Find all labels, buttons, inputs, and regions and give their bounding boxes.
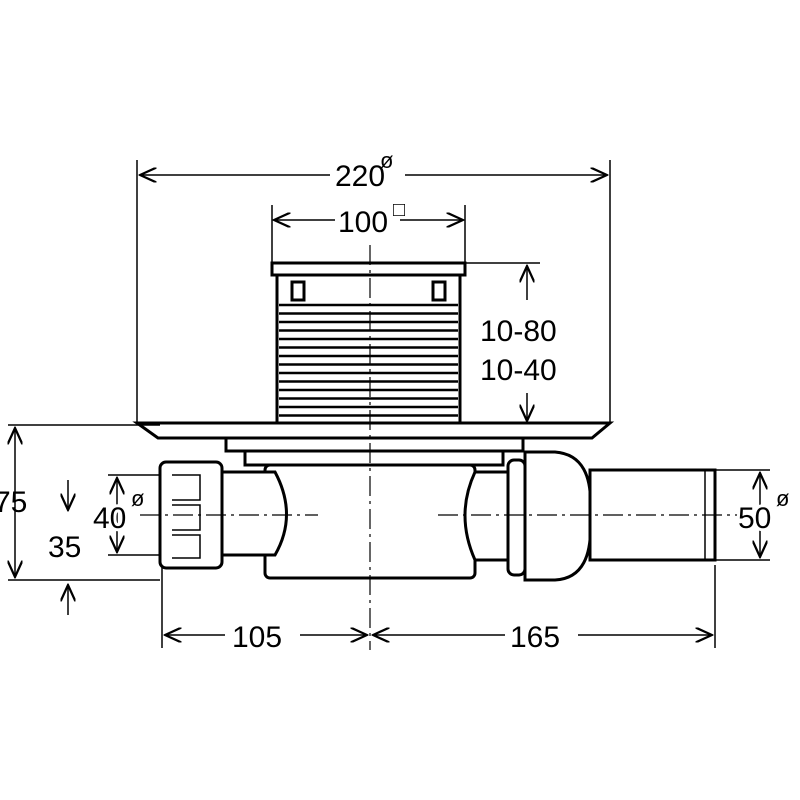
svg-text:40: 40	[93, 502, 126, 535]
dimension-height-range: 10-80 10-40	[465, 262, 557, 421]
dimension-105: 105	[161, 565, 367, 654]
drain-housing	[220, 436, 525, 580]
dimension-40-diameter: 40 ø	[90, 474, 160, 556]
svg-text:ø: ø	[380, 148, 393, 173]
dimension-75: 75	[0, 424, 160, 581]
svg-text:50: 50	[738, 502, 771, 535]
svg-text:ø: ø	[776, 486, 789, 511]
svg-text:75: 75	[0, 486, 27, 519]
svg-text:165: 165	[510, 621, 560, 654]
right-outlet	[506, 450, 717, 582]
dimension-220: 220 ø	[140, 148, 607, 193]
svg-text:ø: ø	[131, 486, 144, 511]
svg-text:105: 105	[232, 621, 282, 654]
dimension-50-diameter: 50 ø	[715, 469, 789, 561]
dimension-165: 165	[373, 565, 716, 654]
svg-text:100: 100	[338, 206, 388, 239]
dimension-35: 35	[48, 480, 81, 615]
svg-text:10-80: 10-80	[480, 315, 557, 348]
dimension-100: 100 □	[271, 199, 466, 262]
svg-text:35: 35	[48, 531, 81, 564]
svg-text:□: □	[393, 199, 405, 221]
svg-text:220: 220	[335, 160, 385, 193]
svg-text:10-40: 10-40	[480, 354, 557, 387]
grate-body	[270, 261, 467, 425]
